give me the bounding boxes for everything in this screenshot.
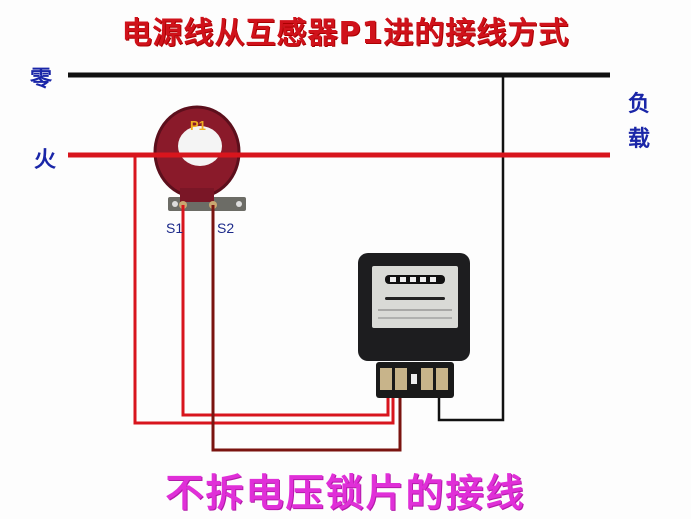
load-label-2: 载 (628, 127, 651, 152)
terminal-2 (395, 368, 407, 390)
neutral-meter-wire (437, 75, 505, 422)
load-label-1: 负 (628, 92, 651, 117)
electric-meter (358, 253, 470, 398)
voltage-link (411, 374, 417, 384)
live-voltage-wire (133, 155, 395, 425)
s2-label: S2 (217, 220, 235, 236)
meter-disc (385, 297, 445, 300)
current-transformer (153, 105, 246, 211)
neutral-label: 零 (30, 67, 53, 92)
s1-wire (181, 205, 390, 417)
p1-label: P1 (190, 118, 206, 133)
s1-label: S1 (166, 220, 184, 236)
terminal-4 (436, 368, 448, 390)
s2-wire (211, 205, 402, 452)
diagram-title: 电源线从互感器P1进的接线方式 (121, 16, 570, 51)
live-label: 火 (34, 148, 57, 173)
diagram-footer: 不拆电压锁片的接线 (165, 471, 526, 515)
terminal-3 (421, 368, 433, 390)
terminal-1 (380, 368, 392, 390)
